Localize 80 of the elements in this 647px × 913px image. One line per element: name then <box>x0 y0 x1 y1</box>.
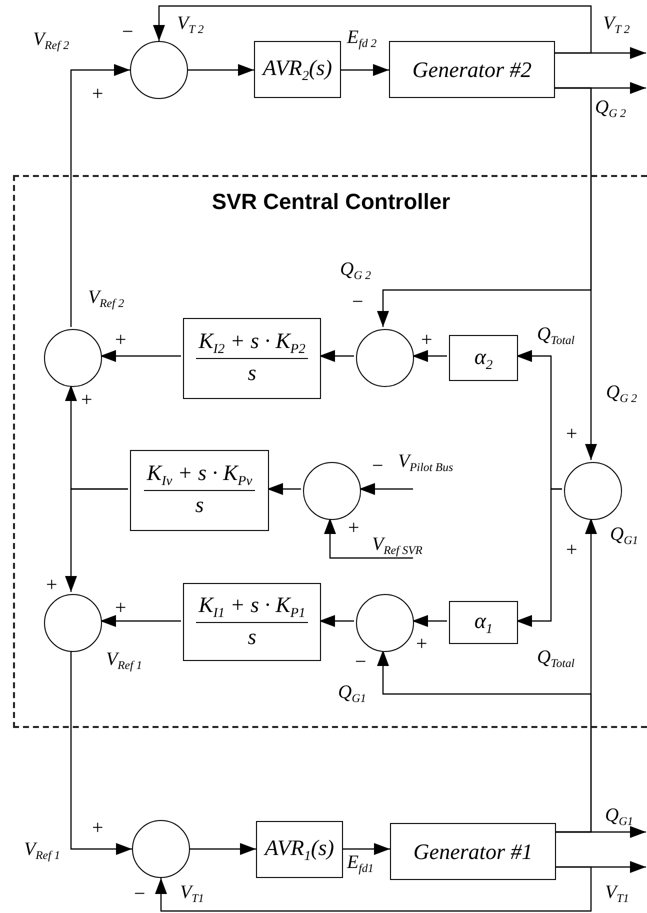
block-label: α$_{2}$ <box>474 344 493 372</box>
signal-arrow <box>555 87 597 460</box>
signal-label: Q$_{G1}$ <box>338 683 366 706</box>
sign-label: + <box>92 84 104 104</box>
sign-label: + <box>115 598 126 618</box>
signal-label: V$_{Ref 2}$ <box>33 30 70 54</box>
sign-label: + <box>115 330 126 350</box>
controller-title: SVR Central Controller <box>212 189 450 215</box>
dashed-controller-boundary <box>13 175 647 728</box>
signal-label: E$_{fd 2}$ <box>347 28 377 52</box>
signal-label: Q$_{Total}$ <box>537 325 574 348</box>
sign-label: + <box>416 634 428 654</box>
block-label: α$_{1}$ <box>474 608 493 637</box>
block-label: AVR$_{2}$(s) <box>262 55 332 84</box>
controller-box <box>254 41 341 98</box>
signal-arrow <box>359 483 413 495</box>
signal-arrow <box>65 488 128 592</box>
sign-label: − <box>122 22 134 42</box>
formula-numerator: K$_{I1}$ + s · K$_{P1}$ <box>196 592 308 623</box>
generator-box <box>390 823 556 880</box>
signal-arrow <box>155 866 592 912</box>
signal-label: V$_{Ref 1}$ <box>106 650 142 674</box>
signal-arrow <box>100 350 181 362</box>
signal-arrow <box>556 826 646 838</box>
signal-label: Q$_{G1}$ <box>610 525 638 548</box>
signal-label: E$_{fd1}$ <box>347 853 374 876</box>
formula-denominator: s <box>248 359 256 388</box>
signal-label: V$_{T1}$ <box>180 883 204 906</box>
signal-label: V$_{T1}$ <box>605 883 630 906</box>
gain-box <box>449 335 518 381</box>
signal-arrow <box>516 488 562 627</box>
signal-arrow <box>343 843 390 855</box>
sign-label: − <box>372 456 384 476</box>
signal-arrow <box>70 64 130 327</box>
signal-label: Q$_{G 2}$ <box>595 98 626 122</box>
signal-arrow <box>267 483 301 495</box>
formula-denominator: s <box>248 622 256 651</box>
transfer-function-box <box>183 583 321 661</box>
sign-label: + <box>348 518 360 538</box>
controller-box <box>256 821 343 878</box>
signal-arrow <box>412 615 447 627</box>
signal-label: V$_{T 2}$ <box>603 14 630 38</box>
sign-label: + <box>92 818 104 838</box>
sign-label: + <box>81 390 92 410</box>
signal-arrow <box>319 615 354 627</box>
sign-label: + <box>566 424 578 444</box>
block-label: AVR$_{1}$(s) <box>264 835 334 864</box>
signal-arrow <box>324 518 413 559</box>
signal-label: Q$_{G1}$ <box>605 806 634 830</box>
signal-arrow <box>190 843 256 855</box>
formula-denominator: s <box>195 491 204 520</box>
signal-arrow <box>341 64 389 76</box>
sign-label: + <box>421 330 432 350</box>
signal-label: V$_{Ref 2}$ <box>88 288 124 312</box>
sign-label: − <box>134 884 146 904</box>
sign-label: − <box>355 652 366 672</box>
signal-arrow <box>412 350 447 362</box>
sign-label: − <box>352 292 364 312</box>
block-label: Generator #2 <box>412 56 532 82</box>
signal-arrow <box>188 64 254 76</box>
sign-label: + <box>566 540 578 560</box>
signal-arrow <box>153 5 592 54</box>
signal-label: V$_{Ref 1}$ <box>24 840 60 864</box>
formula-numerator: K$_{Iv}$ + s · K$_{Pv}$ <box>144 461 256 492</box>
signal-label: V$_{Pilot Bus}$ <box>398 452 454 476</box>
signal-label: Q$_{G 2}$ <box>340 260 372 284</box>
gain-box <box>449 601 518 644</box>
signal-label: Q$_{Total}$ <box>537 648 574 672</box>
signal-arrow <box>319 350 354 362</box>
transfer-function-box <box>130 450 269 531</box>
transfer-function-box <box>183 318 321 399</box>
signal-arrow <box>100 615 181 627</box>
formula-numerator: K$_{I2}$ + s · K$_{P2}$ <box>196 329 308 360</box>
generator-box <box>389 41 555 98</box>
signal-arrow <box>70 650 132 855</box>
signal-label: Q$_{G 2}$ <box>606 383 638 406</box>
sign-label: + <box>46 575 58 595</box>
block-label: Generator #1 <box>413 838 533 864</box>
signal-label: V$_{Ref SVR}$ <box>372 535 422 558</box>
signal-label: V$_{T 2}$ <box>177 14 204 38</box>
